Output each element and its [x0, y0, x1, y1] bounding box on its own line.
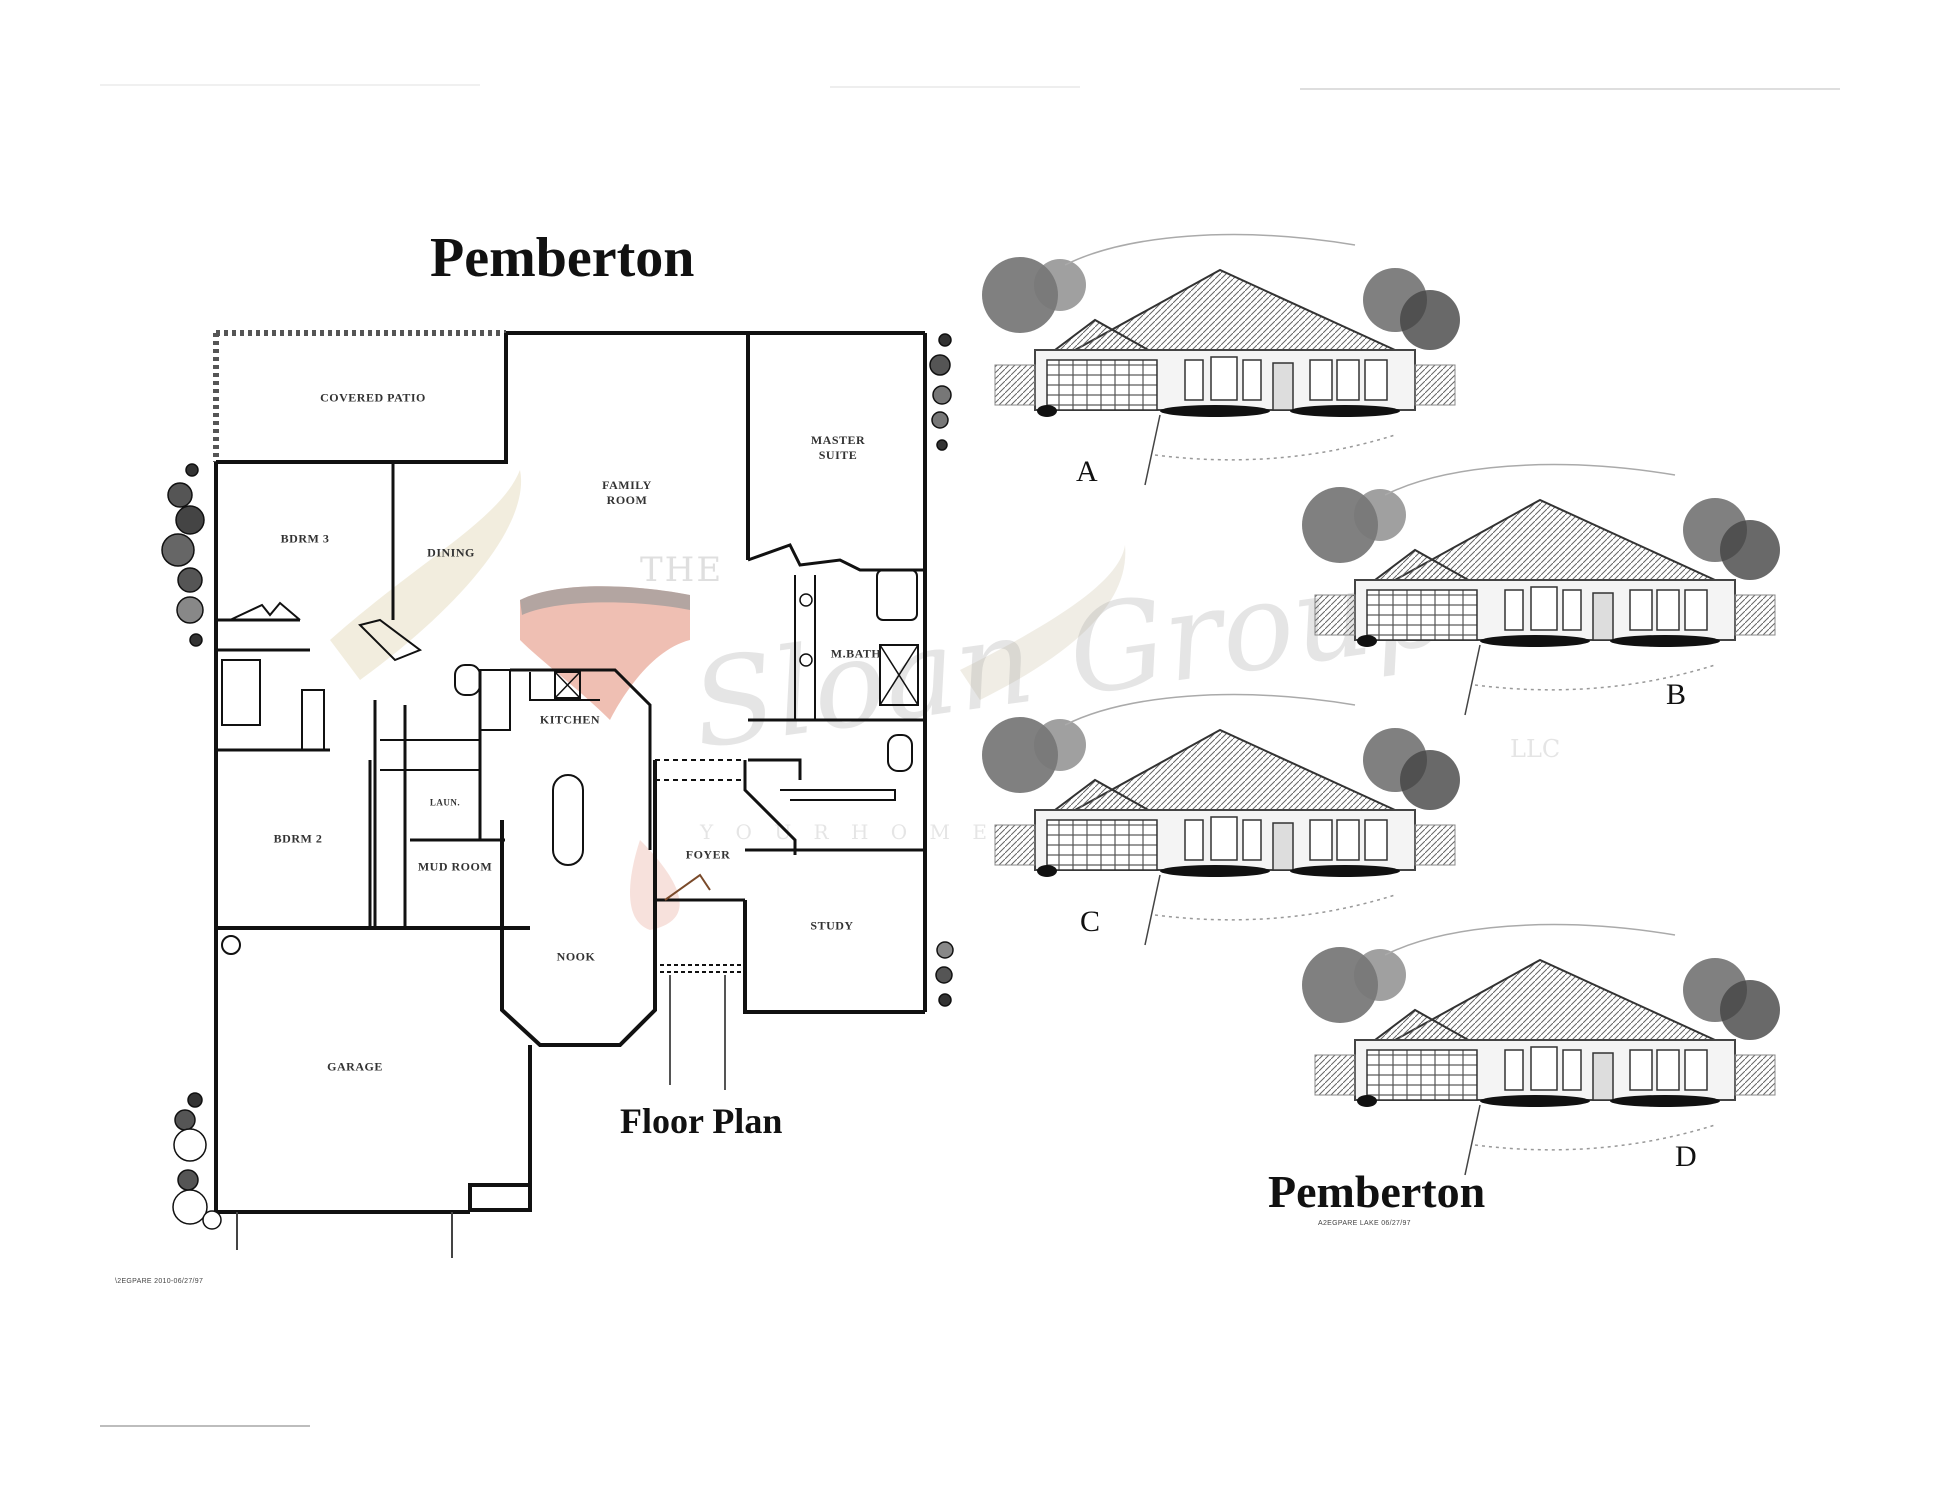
room-label-foyer: FOYER	[685, 847, 731, 862]
room-label-master-suite: MASTER SUITE	[810, 433, 866, 462]
elevation-a-sketch	[981, 233, 1461, 486]
elevation-label-b: B	[1666, 678, 1687, 711]
elevation-label-d: D	[1675, 1140, 1697, 1173]
room-label-study: STUDY	[810, 918, 854, 933]
room-label-laun: LAUN.	[429, 797, 461, 808]
watermark-suffix: LLC	[1510, 735, 1561, 763]
elevation-label-c: C	[1080, 905, 1101, 938]
plan-code-right: A2EGPARE LAKE 06/27/97	[1318, 1220, 1411, 1227]
scan-line	[830, 86, 1080, 88]
elevations-title: Pemberton	[1268, 1166, 1486, 1217]
elevation-d-sketch	[1301, 923, 1781, 1176]
room-label-family-room: FAMILY ROOM	[602, 478, 652, 507]
room-label-bdrm3: BDRM 3	[280, 531, 330, 546]
room-label-dining: DINING	[427, 545, 475, 560]
elevation-b-sketch	[1301, 463, 1781, 716]
room-label-bdrm2: BDRM 2	[273, 831, 323, 846]
scan-line	[100, 1425, 310, 1427]
watermark-tagline: Y O U R H O M E	[700, 820, 995, 844]
room-label-kitchen: KITCHEN	[539, 712, 601, 727]
room-label-covered-patio: COVERED PATIO	[320, 390, 426, 405]
elevation-label-a: A	[1076, 455, 1098, 488]
room-label-mud-room: MUD ROOM	[417, 859, 493, 874]
watermark-prefix: THE	[640, 550, 724, 590]
room-label-mbath: M.BATH	[830, 646, 882, 661]
scan-line	[1300, 88, 1840, 90]
plan-title: Pemberton	[430, 227, 695, 289]
elevation-c-sketch	[981, 693, 1461, 946]
floor-plan-caption: Floor Plan	[620, 1101, 783, 1141]
scan-line	[100, 84, 480, 86]
room-label-garage: GARAGE	[327, 1059, 383, 1074]
plan-code-left: \2EGPARE 2010-06/27/97	[115, 1278, 204, 1285]
room-label-nook: NOOK	[556, 949, 596, 964]
